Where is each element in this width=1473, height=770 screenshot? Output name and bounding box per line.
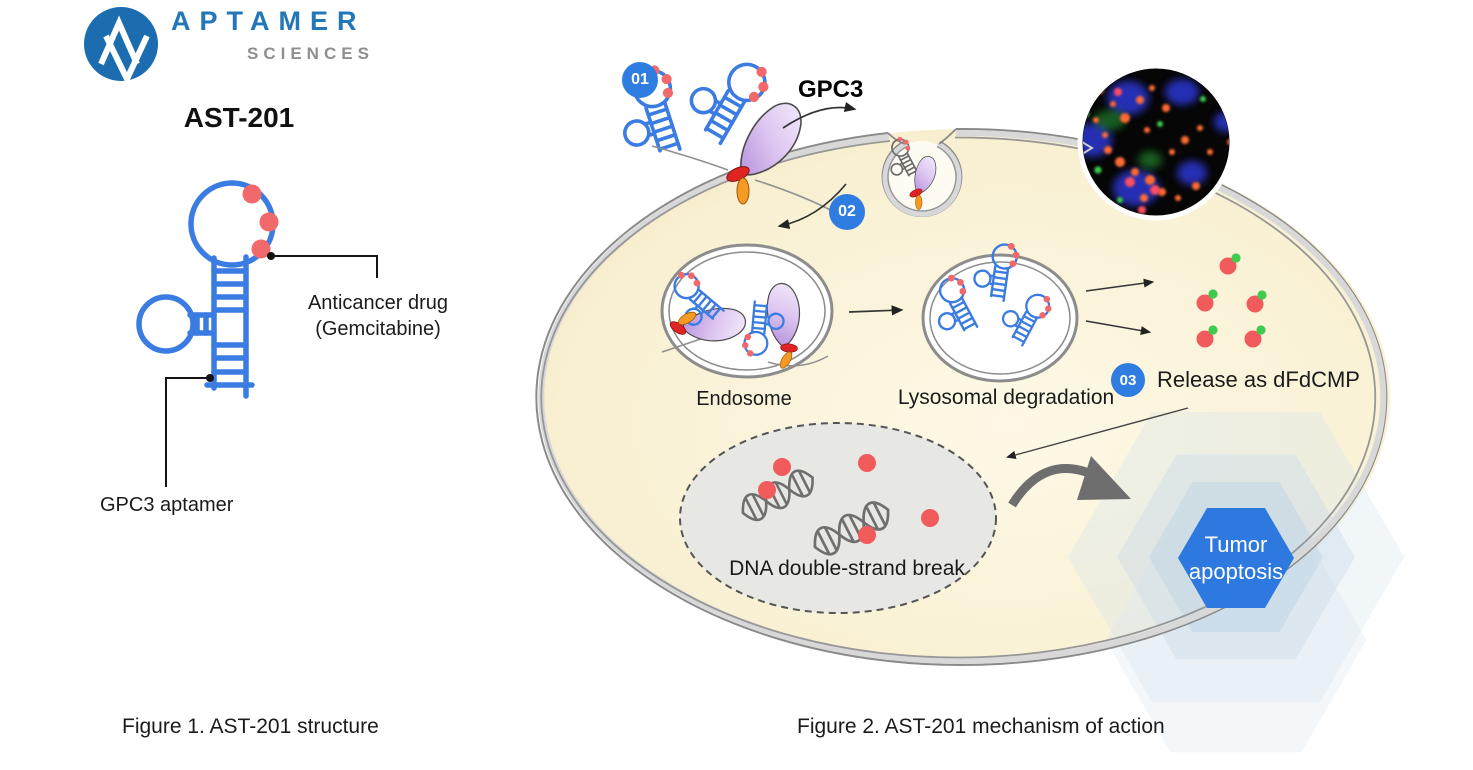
figure1-caption: Figure 1. AST-201 structure <box>122 715 379 738</box>
brand-name: APTAMER <box>171 6 366 36</box>
dfdcmp-molecules <box>1196 253 1267 348</box>
endosome-label: Endosome <box>696 388 792 410</box>
endosome-icon <box>657 243 834 379</box>
arrow-release-icon <box>1085 320 1152 336</box>
cell-membrane <box>535 127 1388 666</box>
lysosome-label: Lysosomal degradation <box>897 386 1115 409</box>
arrow-apoptosis-icon <box>1008 456 1131 508</box>
tumor-apoptosis-label: Tumor apoptosis <box>1188 532 1284 584</box>
step-badge-03: 03 <box>1111 363 1145 397</box>
gpc3-label: GPC3 <box>798 76 864 103</box>
arrow-gpc3-icon <box>782 102 857 129</box>
figure2-caption: Figure 2. AST-201 mechanism of action <box>797 715 1165 738</box>
logo-mark-icon <box>84 7 158 86</box>
release-label: Release as dFdCMP <box>1157 367 1360 392</box>
callout-lines <box>165 252 378 487</box>
nucleus-icon <box>679 422 997 614</box>
arrow-endosome-lysosome-icon <box>848 305 904 316</box>
arrow-to-nucleus-icon <box>1005 407 1189 460</box>
dna-break-label: DNA double-strand break <box>729 557 965 580</box>
arrow-internalization-icon <box>777 183 847 230</box>
microscopy-image <box>1077 63 1235 221</box>
glycan-strand <box>651 145 729 171</box>
drug-dots <box>242 184 279 259</box>
gpc3-aptamer-label: GPC3 aptamer <box>100 494 234 516</box>
endocytic-pit <box>878 128 963 217</box>
arrow-release-icon <box>1085 278 1155 292</box>
drug-dots <box>758 454 939 544</box>
step-badge-01: 01 <box>622 62 658 98</box>
lysosome-icon <box>920 237 1079 383</box>
brand-subname: SCIENCES <box>247 44 374 63</box>
product-title: AST-201 <box>183 102 295 133</box>
anticancer-drug-label: Anticancer drug (Gemcitabine) <box>307 292 449 340</box>
cell-diagram <box>535 41 1405 753</box>
step-badge-02: 02 <box>829 194 865 230</box>
aptamer-structure-icon <box>136 180 276 399</box>
